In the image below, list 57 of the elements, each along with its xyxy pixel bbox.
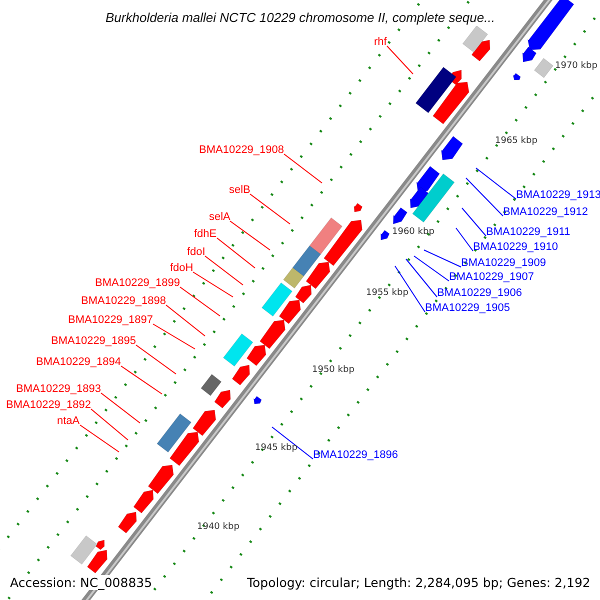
leader-line (216, 238, 256, 268)
leader-line (394, 266, 426, 312)
leader-line (204, 256, 244, 286)
gene-label: BMA10229_1910 (473, 241, 558, 253)
gene-label: BMA10229_1908 (199, 144, 284, 156)
leader-line (386, 46, 414, 74)
leader-line (180, 286, 220, 316)
gene-label: BMA10229_1898 (81, 295, 166, 307)
gene-label: fdoH (170, 262, 194, 274)
leader-line (406, 258, 438, 298)
tick-label: 1945 kbp (255, 442, 298, 454)
leader-line (456, 228, 474, 252)
leader-line (284, 154, 322, 184)
leader-line (230, 220, 270, 250)
gene-label: BMA10229_1912 (503, 206, 588, 218)
footer-text: Accession: NC_008835 (10, 575, 152, 590)
gene-label: BMA10229_1896 (313, 449, 398, 461)
gene-label: BMA10229_1906 (437, 287, 522, 299)
leader-line (80, 424, 120, 452)
leader-line (414, 256, 450, 282)
tick-label: 1970 kbp (555, 60, 598, 72)
tick-label: 1955 kbp (366, 287, 408, 299)
gene-label: BMA10229_1899 (95, 277, 180, 289)
leader-line (152, 324, 196, 350)
leader-line (136, 344, 176, 374)
gene-label: rhf (374, 36, 387, 48)
leader-line (120, 366, 162, 394)
gene-label: BMA10229_1893 (16, 383, 102, 395)
gene-label: BMA10229_1892 (6, 399, 92, 411)
leader-line (466, 178, 504, 216)
gene-label: selA (209, 211, 230, 223)
gene-label: BMA10229_1895 (51, 335, 136, 347)
tick-label: 1965 kbp (495, 135, 538, 147)
leader-line (166, 304, 206, 336)
title: Burkholderia mallei NCTC 10229 chromosome II, complete seque... (106, 10, 495, 26)
tick-label: 1940 kbp (197, 521, 240, 533)
leader-line (100, 392, 140, 424)
gene-label: BMA10229_1905 (425, 302, 510, 314)
tick-label: 1950 kbp (312, 364, 354, 376)
tick-label: 1960 kbp (392, 226, 434, 238)
gene-label: BMA10229_1897 (68, 314, 154, 326)
leader-line (462, 208, 486, 236)
gene-label: BMA10229_1911 (486, 226, 570, 238)
footer-text: Topology: circular; Length: 2,284,095 bp; Genes: 2,192 (247, 575, 590, 590)
leader-line (424, 250, 462, 268)
leader-line (476, 168, 516, 200)
leader-line (192, 272, 234, 298)
gene-label: selB (229, 184, 250, 196)
gene-label: fdoI (187, 246, 206, 258)
gene-label: ntaA (57, 415, 80, 427)
gene-label: BMA10229_1894 (36, 356, 122, 368)
leader-line (250, 194, 290, 224)
gene-label: BMA10229_1909 (461, 257, 546, 269)
leader-line (90, 408, 128, 440)
leader-line (272, 426, 314, 460)
gene-label: BMA10229_1907 (449, 271, 534, 283)
gene-label: fdhE (194, 228, 217, 240)
